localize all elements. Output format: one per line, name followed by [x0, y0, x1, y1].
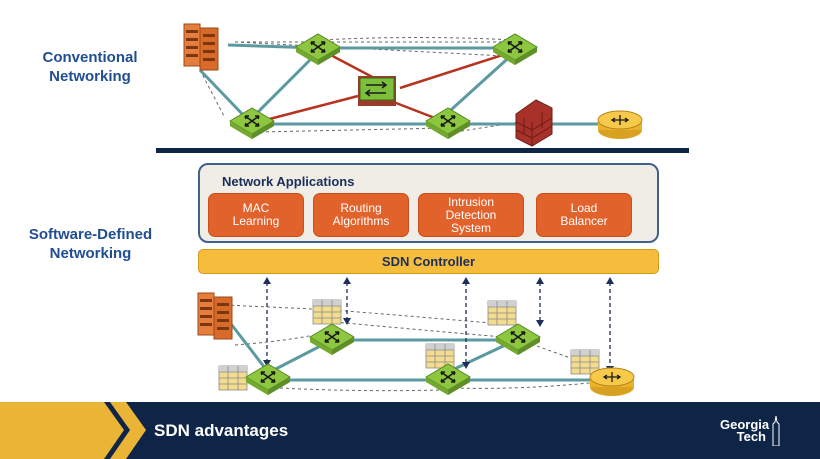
- slide-title: SDN advantages: [154, 421, 289, 440]
- switch-icon: [309, 323, 355, 356]
- app-load-balancer: Load Balancer: [536, 193, 632, 237]
- switch-icon: [425, 107, 471, 140]
- router-icon: [589, 367, 635, 397]
- server-icon: [183, 23, 219, 71]
- app-intrusion-detection: Intrusion Detection System: [418, 193, 524, 237]
- control-arrows: [266, 282, 611, 368]
- conventional-networking-label: Conventional Networking: [42, 49, 138, 85]
- georgia-tech-logo: Georgia Tech: [720, 417, 770, 444]
- middlebox-icon: [358, 76, 396, 106]
- divider: [156, 148, 689, 153]
- flow-table-icon: [425, 343, 455, 369]
- sdn-label: Software-Defined Networking: [28, 226, 153, 262]
- sdn-controller-bar: SDN Controller: [198, 249, 659, 274]
- switch-icon: [245, 363, 291, 396]
- footer-chevrons: [0, 402, 146, 459]
- switch-icon: [492, 33, 538, 66]
- server-icon: [197, 292, 233, 340]
- network-applications-title: Network Applications: [222, 174, 355, 189]
- router-icon: [597, 110, 643, 140]
- flow-table-icon: [218, 365, 248, 391]
- flow-table-icon: [570, 349, 600, 375]
- switch-icon: [495, 323, 541, 356]
- app-mac-learning: MAC Learning: [208, 193, 304, 237]
- app-routing-algorithms: Routing Algorithms: [313, 193, 409, 237]
- flow-table-icon: [487, 300, 517, 326]
- firewall-icon: [515, 99, 553, 147]
- switch-icon: [229, 107, 275, 140]
- flow-table-icon: [312, 299, 342, 325]
- switch-icon: [295, 33, 341, 66]
- tower-icon: [772, 416, 780, 446]
